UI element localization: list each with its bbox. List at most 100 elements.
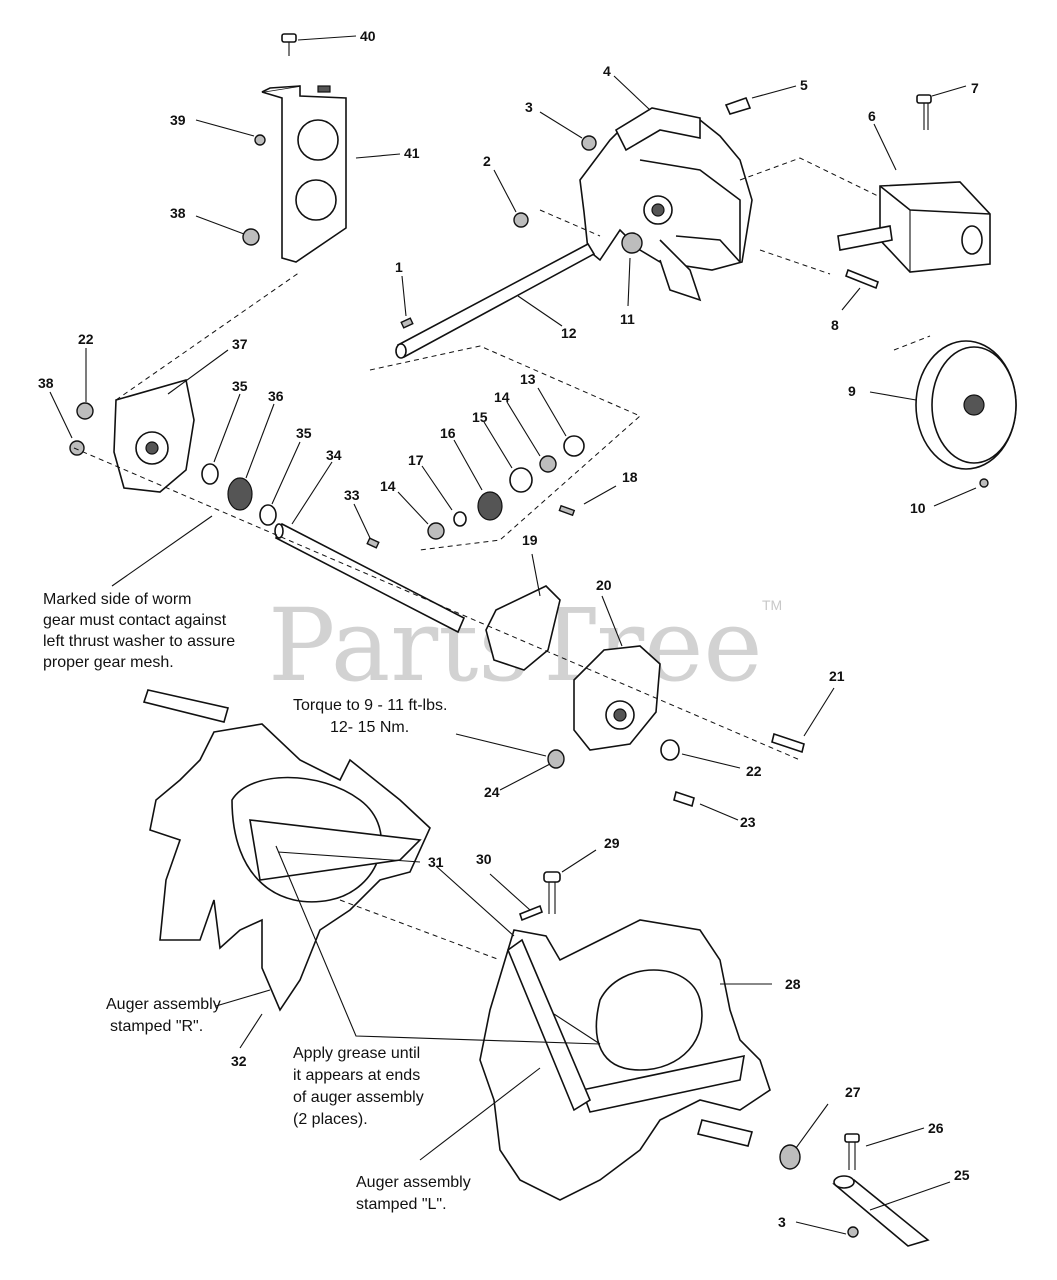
callout-6: 6 [868,108,876,124]
callout-28: 28 [785,976,801,992]
part-41-bracket [261,85,347,263]
callout-12: 12 [561,325,577,341]
callout-25: 25 [954,1167,970,1183]
assembly-notes: Marked side of worm gear must contact ag… [43,591,471,1213]
part-39-nut [254,134,266,146]
callout-13: 13 [520,371,536,387]
callout-14: 14 [380,478,396,494]
callout-labels: 40 39 41 38 4 5 3 2 7 6 1 12 11 8 22 37 … [38,28,979,1230]
callout-39: 39 [170,112,186,128]
assembly-lines [73,157,931,961]
part-4-housing [579,107,753,302]
note-auger-r-line-1: Auger assembly [106,996,221,1013]
part-1-key [400,317,414,329]
part-38-nut-top [242,228,260,246]
callout-7: 7 [971,80,979,96]
callout-18: 18 [622,469,638,485]
callout-17: 17 [408,452,424,468]
part-38-nut-left [69,440,85,456]
callout-8: 8 [831,317,839,333]
part-2-nut [513,212,529,228]
callout-29: 29 [604,835,620,851]
part-21-bolt [771,732,805,754]
part-16-worm [477,491,503,521]
part-35-washer-a [201,463,219,485]
callout-23: 23 [740,814,756,830]
callout-1: 1 [395,259,403,275]
part-25-shear-pin-shaft [832,1175,930,1247]
part-34-auger-shaft [274,522,466,634]
note-auger-l: Auger assembly stamped "L". [356,1174,471,1213]
callout-26: 26 [928,1120,944,1136]
callout-37: 37 [232,336,248,352]
callout-36: 36 [268,388,284,404]
part-30-pin [519,904,543,922]
callout-2: 2 [483,153,491,169]
callout-41: 41 [404,145,420,161]
note-worm-gear-line-2: gear must contact against [43,612,227,629]
part-8-bolt [845,268,879,290]
part-17-washer [453,511,467,527]
part-7-bolt [916,94,932,130]
part-33-key [366,537,380,549]
callout-24: 24 [484,784,500,800]
callout-32: 32 [231,1053,247,1069]
watermark-trademark: TM [762,597,782,613]
callout-38: 38 [38,375,54,391]
callout-16: 16 [440,425,456,441]
callout-22: 22 [78,331,94,347]
callout-9: 9 [848,383,856,399]
note-grease-line-1: Apply grease until [293,1045,420,1062]
note-worm-gear: Marked side of worm gear must contact ag… [43,591,235,671]
note-torque-line-2: 12- 15 Nm. [330,719,409,736]
part-9-pulley [915,340,1017,470]
leader-lines [49,35,977,1235]
callout-31: 31 [428,854,444,870]
part-3-nut-bottom [847,1226,859,1238]
note-auger-l-line-2: stamped "L". [356,1196,447,1213]
note-grease-line-3: of auger assembly [293,1089,424,1106]
note-torque: Torque to 9 - 11 ft-lbs. 12- 15 Nm. [293,697,447,736]
part-37-gear-housing-left [113,378,195,493]
part-22-bearing-right [660,739,680,761]
part-5-bolt [724,96,752,115]
part-3-nut-top [581,135,597,151]
callout-22: 22 [746,763,762,779]
part-28-auger-left [479,919,771,1201]
callout-5: 5 [800,77,808,93]
callout-3: 3 [778,1214,786,1230]
callout-19: 19 [522,532,538,548]
callout-21: 21 [829,668,845,684]
note-torque-line-1: Torque to 9 - 11 ft-lbs. [293,697,447,714]
part-32-auger-right [142,689,431,1012]
part-24-bearing [547,749,565,769]
callout-33: 33 [344,487,360,503]
part-14-bearing-b [427,522,445,540]
part-35-washer-b [259,504,277,526]
part-18-pin [558,504,576,517]
part-11-bearing [621,232,643,254]
note-grease: Apply grease until it appears at ends of… [293,1045,424,1128]
part-13-washer [563,435,585,457]
part-drawings [69,33,1017,1247]
callout-35: 35 [232,378,248,394]
part-40-bolt [281,33,297,56]
note-auger-r-line-2: stamped "R". [110,1018,203,1035]
note-grease-line-2: it appears at ends [293,1067,420,1084]
callout-34: 34 [326,447,342,463]
callout-35: 35 [296,425,312,441]
part-15-gear [509,467,533,493]
callout-11: 11 [620,311,635,327]
part-10-nut [979,478,989,488]
note-worm-gear-line-1: Marked side of worm [43,591,192,608]
callout-30: 30 [476,851,492,867]
parts-13-18-stack [427,435,585,540]
part-22-nut-left [76,402,94,420]
callout-4: 4 [603,63,611,79]
part-27-bearing [779,1144,801,1170]
callout-40: 40 [360,28,376,44]
part-29-bolt [543,871,561,914]
part-23-bolt [673,790,695,808]
note-grease-line-4: (2 places). [293,1111,368,1128]
